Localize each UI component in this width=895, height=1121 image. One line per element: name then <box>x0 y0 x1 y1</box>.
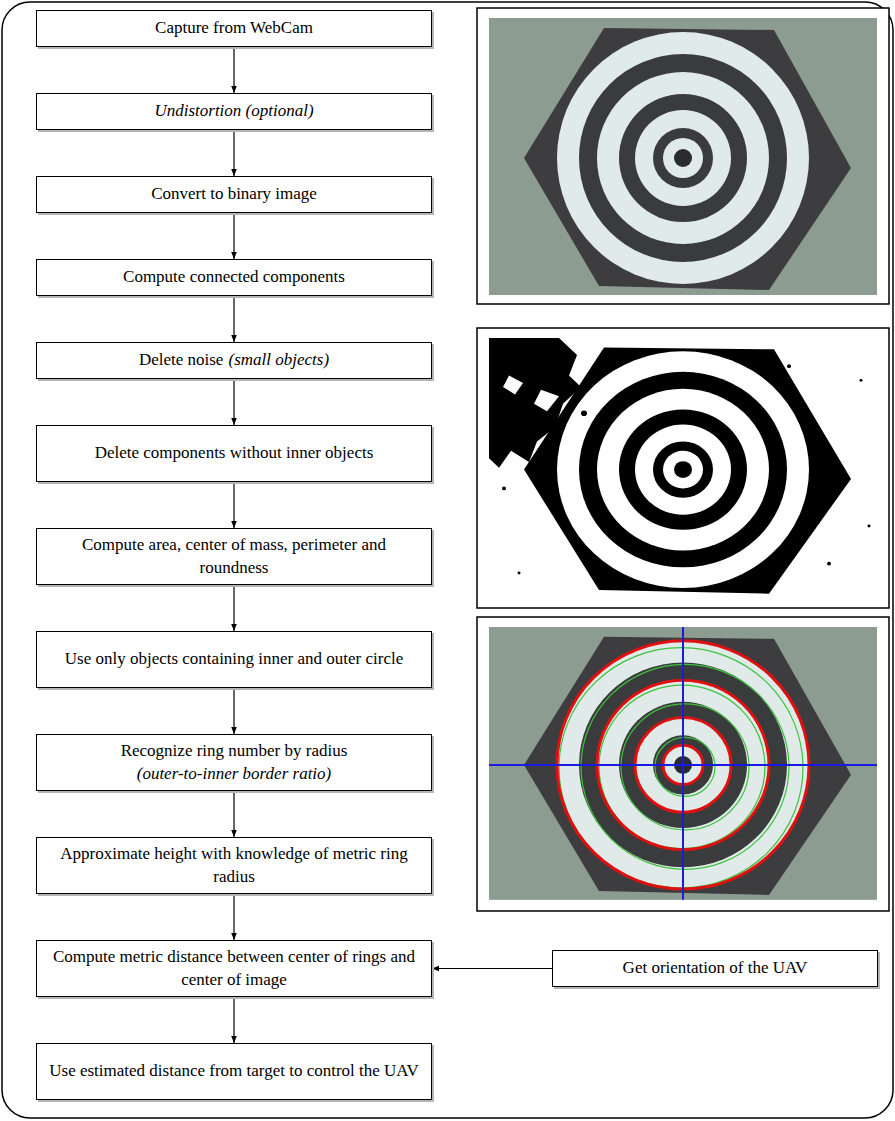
process-box: Compute area, center of mass, perimeter … <box>36 528 432 585</box>
box-label: Compute connected components <box>123 266 345 289</box>
box-label: Capture from WebCam <box>155 17 313 40</box>
box-label: Use estimated distance from target to co… <box>49 1060 419 1083</box>
flow-arrow <box>233 47 234 93</box>
box-label: Compute area, center of mass, perimeter … <box>49 534 419 580</box>
binary-image <box>489 338 877 598</box>
flow-arrow <box>233 296 234 342</box>
box-label: Approximate height with knowledge of met… <box>49 843 419 889</box>
process-box: Capture from WebCam <box>36 10 432 47</box>
flow-arrow <box>233 791 234 837</box>
box-label: Compute metric distance between center o… <box>49 946 419 992</box>
box-label: Use only objects containing inner and ou… <box>65 648 403 671</box>
binary-panel <box>477 328 889 608</box>
process-box: Delete components without inner objects <box>36 425 432 482</box>
box-label: (outer-to-inner border ratio) <box>137 763 332 786</box>
photo-panel <box>477 8 889 304</box>
process-box: Recognize ring number by radius(outer-to… <box>36 734 432 791</box>
process-box: Compute metric distance between center o… <box>36 940 432 997</box>
flow-arrow <box>233 213 234 259</box>
process-box: Use estimated distance from target to co… <box>36 1043 432 1100</box>
box-label: (small objects) <box>229 349 330 372</box>
flow-arrow <box>233 482 234 528</box>
fitted-circles <box>559 648 803 888</box>
flow-arrow <box>233 130 234 176</box>
process-box: Get orientation of the UAV <box>552 950 878 987</box>
process-box: Undistortion (optional) <box>36 93 432 130</box>
process-box: Use only objects containing inner and ou… <box>36 631 432 688</box>
crosshair <box>489 627 877 900</box>
process-box: Convert to binary image <box>36 176 432 213</box>
flow-arrow <box>233 997 234 1043</box>
process-box: Approximate height with knowledge of met… <box>36 837 432 894</box>
flow-arrow <box>233 379 234 425</box>
detection-panel <box>477 617 889 911</box>
flow-arrow <box>233 688 234 734</box>
box-label: Recognize ring number by radius <box>121 740 348 763</box>
target-photo <box>489 18 877 295</box>
box-label: Delete components without inner objects <box>95 442 374 465</box>
flow-arrow <box>233 585 234 631</box>
box-label: Undistortion (optional) <box>154 100 313 123</box>
target-photo <box>489 627 877 900</box>
flow-arrow <box>432 968 552 969</box>
box-label: Delete noise <box>139 349 224 372</box>
flow-arrow <box>233 894 234 940</box>
process-box: Compute connected components <box>36 259 432 296</box>
process-box: Delete noise(small objects) <box>36 342 432 379</box>
box-label: Convert to binary image <box>151 183 317 206</box>
box-label: Get orientation of the UAV <box>623 957 808 980</box>
